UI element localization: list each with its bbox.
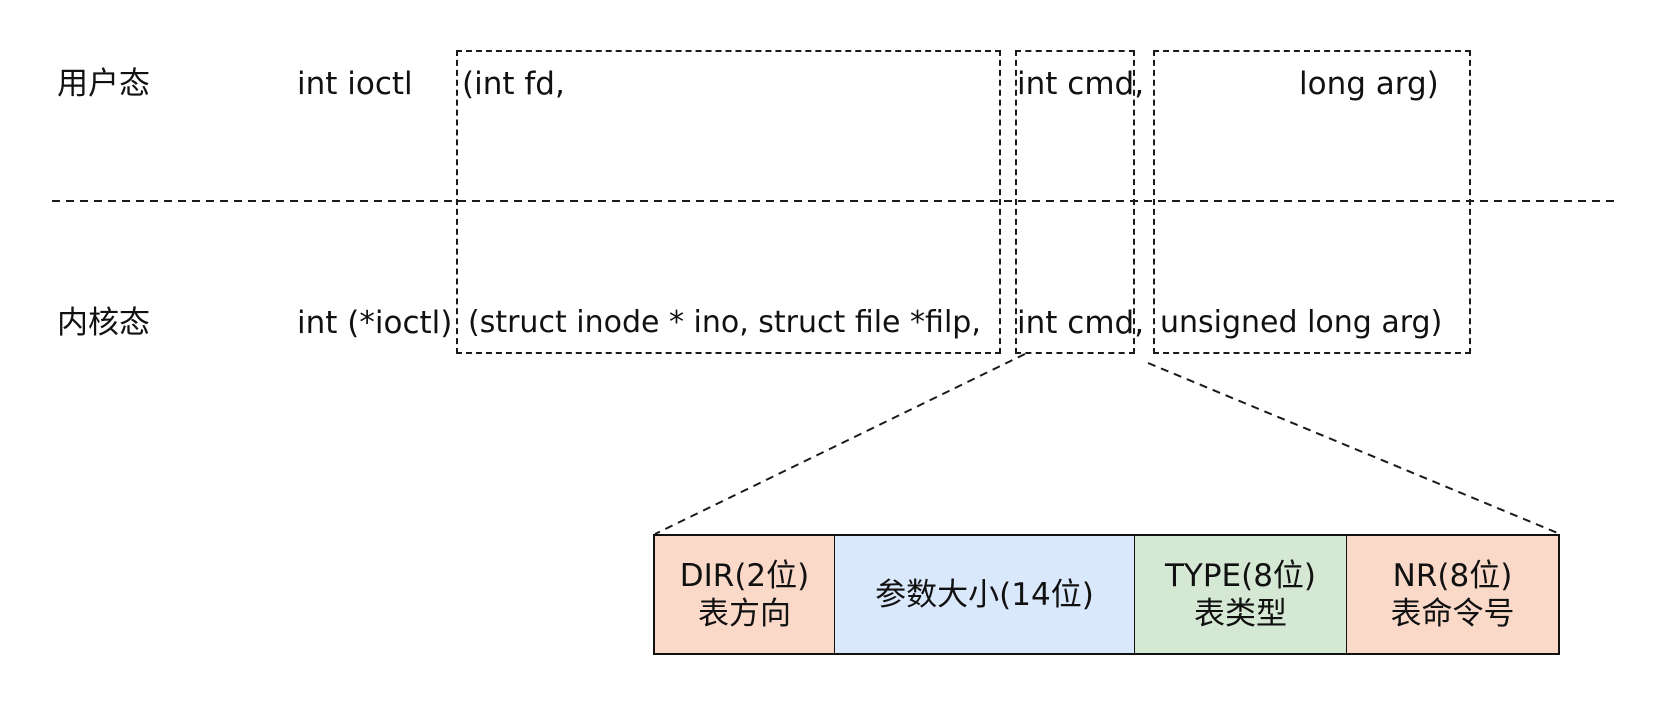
cmd-expand-line-right [1147, 362, 1561, 535]
kernel-arg-param: unsigned long arg) [1160, 305, 1443, 340]
size-field-title: 参数大小(14位) [875, 576, 1094, 613]
type-field-title: TYPE(8位) [1164, 557, 1317, 594]
dir-field: DIR(2位) 表方向 [653, 534, 835, 655]
kernel-space-label: 内核态 [57, 305, 150, 341]
user-arg-param: long arg) [1299, 66, 1439, 102]
kernel-cmd-param: int cmd, [1017, 305, 1145, 341]
user-space-label: 用户态 [57, 66, 150, 102]
cmd-expand-line-left [654, 353, 1026, 535]
dir-field-title: DIR(2位) [679, 557, 810, 594]
user-fd-param: (int fd, [462, 66, 565, 102]
dir-field-desc: 表方向 [698, 595, 791, 632]
nr-field-title: NR(8位) [1392, 557, 1513, 594]
kernel-ioctl-func: int (*ioctl) [297, 305, 453, 341]
nr-field-desc: 表命令号 [1390, 595, 1515, 632]
type-field: TYPE(8位) 表类型 [1135, 534, 1347, 655]
user-cmd-param: int cmd, [1017, 66, 1145, 102]
user-ioctl-func: int ioctl [297, 66, 413, 102]
size-field: 参数大小(14位) [835, 534, 1135, 655]
cmd-param-box [1015, 50, 1135, 354]
type-field-desc: 表类型 [1193, 595, 1287, 632]
nr-field: NR(8位) 表命令号 [1347, 534, 1560, 655]
arg-param-box [1153, 50, 1471, 354]
fd-param-box [456, 50, 1001, 354]
kernel-fd-param: (struct inode * ino, struct file *filp, [468, 305, 981, 340]
